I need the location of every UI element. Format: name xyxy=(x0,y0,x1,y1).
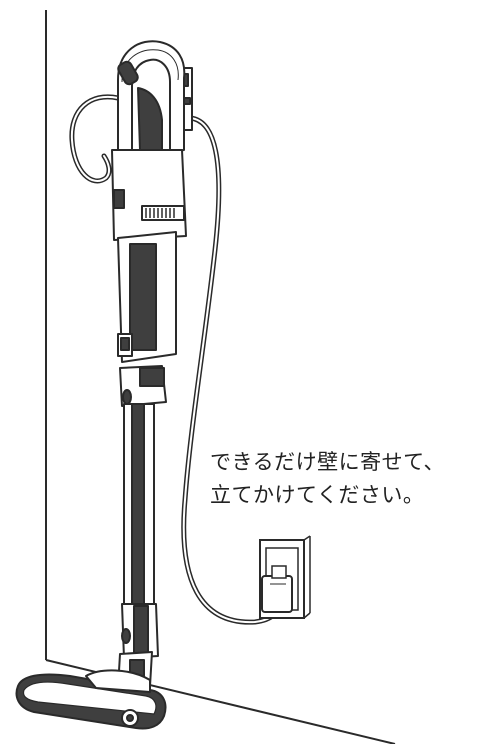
instruction-line-2: 立てかけてください。 xyxy=(210,483,425,507)
power-adapter-icon xyxy=(261,565,293,613)
instruction-line-1: できるだけ壁に寄せて、 xyxy=(210,450,446,474)
instruction-caption: できるだけ壁に寄せて、 立てかけてください。 xyxy=(210,446,445,512)
power-cord-icon xyxy=(69,94,283,625)
stick-vacuum-icon xyxy=(15,40,193,730)
wall-corner-icon xyxy=(45,10,396,744)
